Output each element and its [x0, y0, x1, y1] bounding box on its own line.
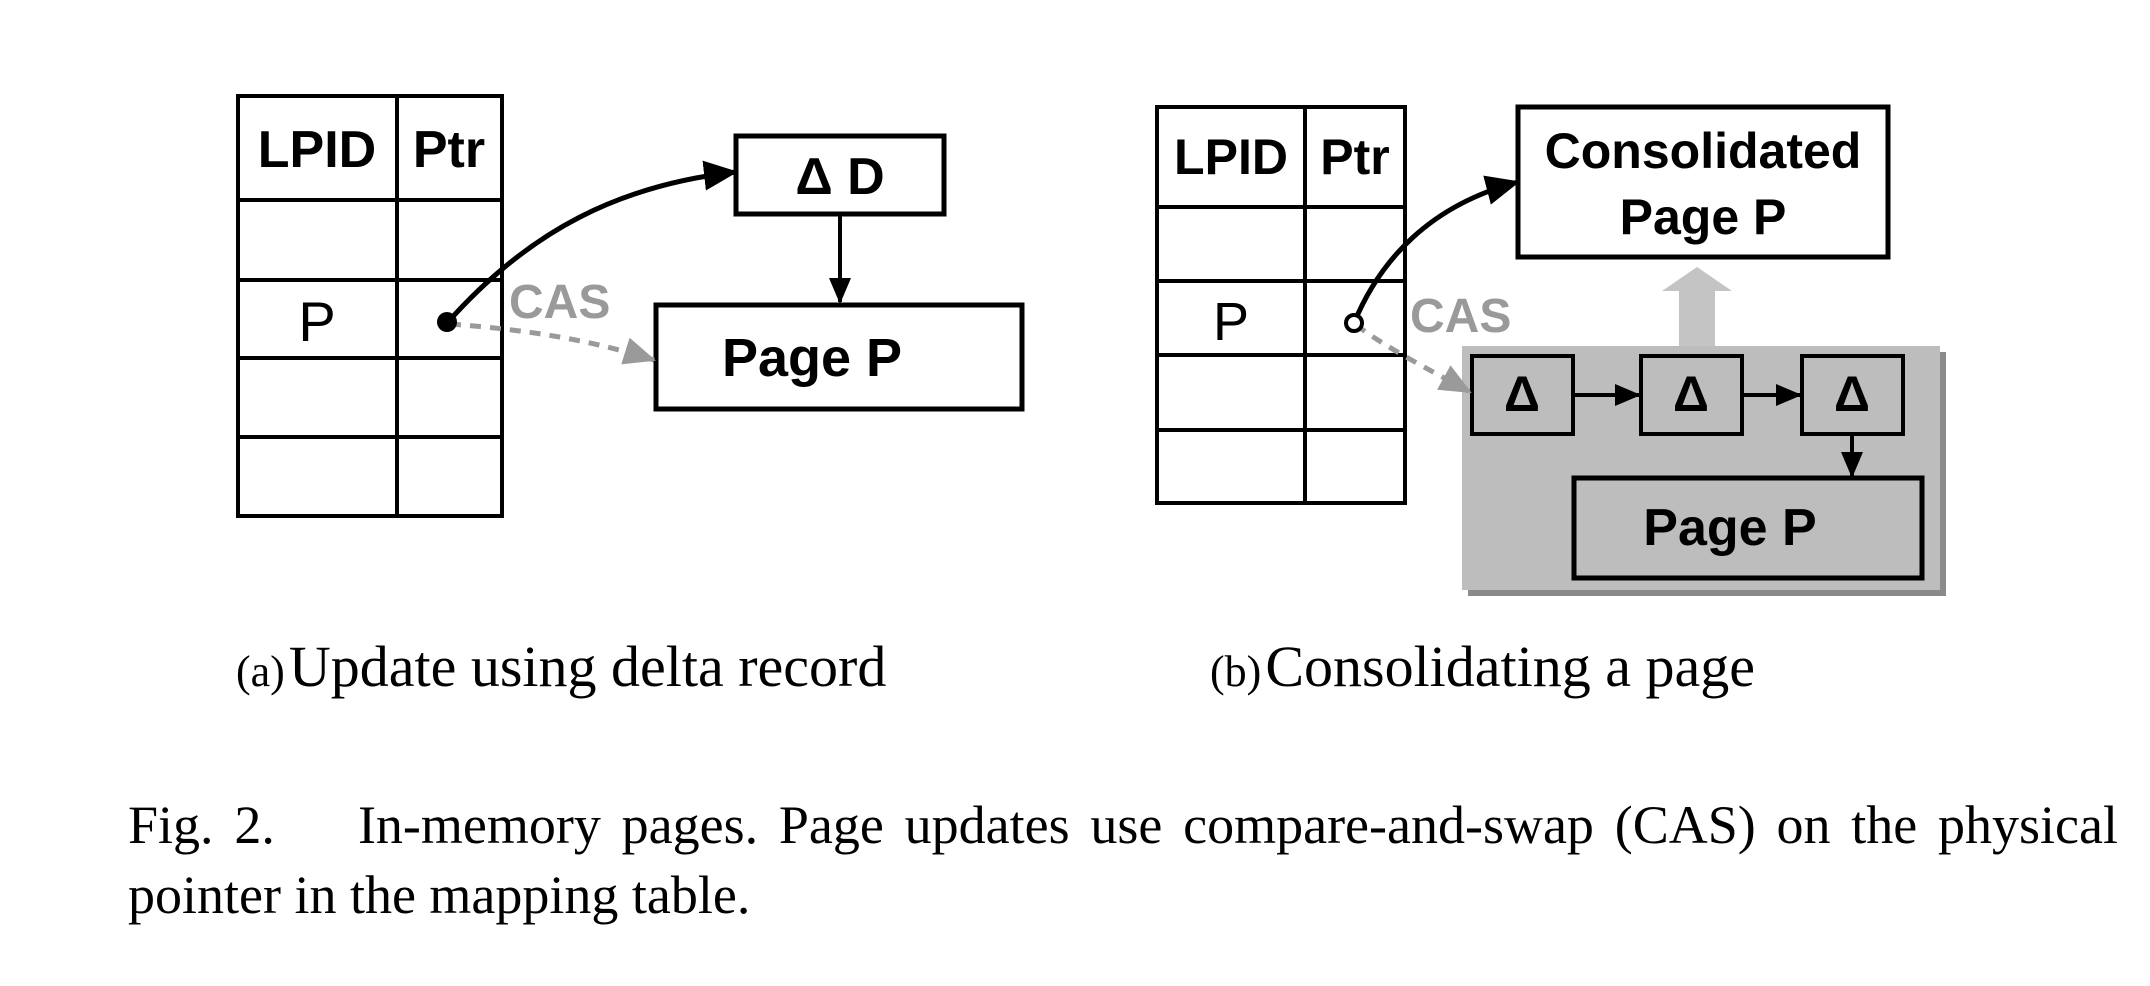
subfigure-a-tag: (a) — [236, 647, 285, 696]
mapping-table-b: LPID Ptr P — [1155, 105, 1407, 505]
table-header-lpid: LPID — [258, 121, 376, 179]
table-header-lpid: LPID — [1174, 129, 1288, 185]
consolidated-line-1: Consolidated — [1545, 123, 1862, 179]
delta-record-box: Δ D — [733, 133, 947, 217]
delta-box-1: Δ — [1470, 354, 1575, 436]
page-box-a: Page P — [653, 302, 1025, 412]
panel-a: LPID Ptr P Δ D Page P CAS — [236, 94, 1025, 518]
cas-label-a: CAS — [509, 276, 610, 329]
page-box-b: Page P — [1571, 475, 1925, 581]
delta-box-2: Δ — [1639, 354, 1744, 436]
subfigure-b-title: Consolidating a page — [1265, 634, 1755, 699]
subfigure-a-caption: (a) Update using delta record — [236, 633, 886, 700]
new-pointer-arrow-b — [1351, 175, 1520, 324]
delta-box-3: Δ — [1800, 354, 1905, 436]
figure-number: Fig. 2. — [128, 795, 275, 855]
delta-label-1: Δ — [1504, 366, 1540, 422]
table-row-label: P — [298, 290, 335, 353]
page-label-a: Page P — [722, 328, 902, 388]
consolidated-line-2: Page P — [1620, 189, 1787, 245]
page-label-b: Page P — [1643, 499, 1816, 557]
subfigure-b-tag: (b) — [1210, 647, 1262, 696]
subfigure-a-title: Update using delta record — [288, 634, 887, 699]
table-header-ptr: Ptr — [1320, 129, 1389, 185]
pointer-dot-b — [1344, 313, 1364, 333]
table-header-ptr: Ptr — [413, 121, 485, 179]
consolidation-up-arrow — [1662, 267, 1732, 346]
panel-b: LPID Ptr P Consolidated Page P Δ Δ Δ Pag… — [1155, 104, 1946, 596]
cas-label-b: CAS — [1410, 290, 1511, 343]
delta-record-label: Δ D — [795, 148, 884, 206]
delta-label-2: Δ — [1673, 366, 1709, 422]
consolidated-page-box: Consolidated Page P — [1515, 104, 1891, 260]
subfigure-b-caption: (b) Consolidating a page — [1210, 633, 1755, 700]
new-pointer-arrow-a — [446, 160, 738, 324]
delta-label-3: Δ — [1834, 366, 1870, 422]
figure-caption-text: In-memory pages. Page updates use compar… — [128, 795, 2118, 925]
old-pointer-arrow-a — [449, 321, 656, 365]
old-pointer-arrow-b — [1354, 322, 1472, 395]
mapping-table-a: LPID Ptr P — [236, 94, 504, 518]
pointer-dot-a — [437, 312, 457, 332]
table-row-label: P — [1213, 292, 1249, 352]
figure-caption: Fig. 2. In-memory pages. Page updates us… — [128, 790, 2118, 930]
